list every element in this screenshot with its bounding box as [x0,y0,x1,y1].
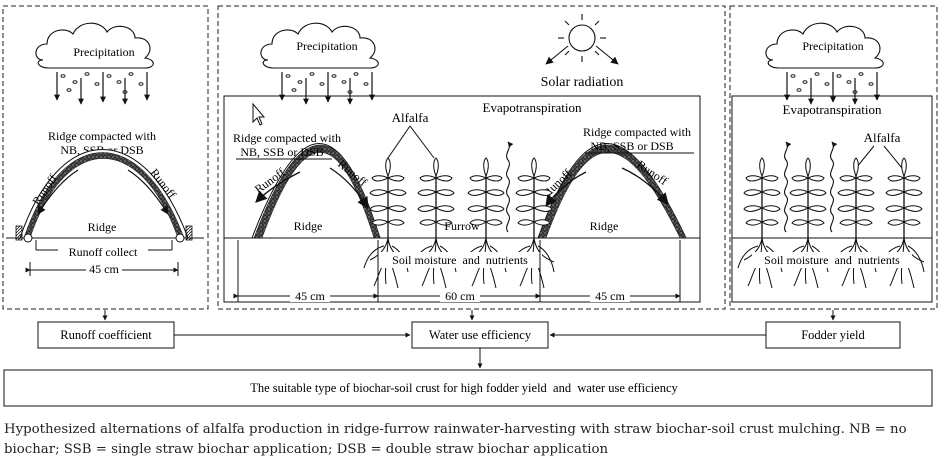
cloud-icon-3 [766,23,883,104]
runoff-coefficient-label: Runoff coefficient [60,328,152,342]
middle-alfalfa-label: Alfalfa [392,110,429,125]
conclusion-label: The suitable type of biochar-soil crust … [250,381,678,395]
figure-caption: Hypothesized alternations of alfalfa pro… [4,422,907,457]
solar-radiation-label: Solar radiation [541,75,624,90]
cursor-icon [252,102,266,126]
diagram: Precipitation Ridge compacted with NB, S… [2,5,938,407]
sun-icon [545,14,619,65]
left-width-label: 45 cm [89,262,119,276]
width-furrow-label: 60 cm [445,289,475,303]
evapotranspiration-arrow [507,142,510,232]
cloud-icon [36,23,153,104]
alfalfa-plant-icon-4 [509,157,555,289]
water-use-efficiency-label: Water use efficiency [429,328,532,342]
left-ridge-compacted-label: Ridge compacted with [48,129,156,143]
right-soil-label: Soil moisture and nutrients [764,253,900,267]
middle-panel [217,5,726,310]
runoff-coefficient-box [37,321,175,349]
water-use-efficiency-box [411,321,549,349]
right-field-box [731,95,933,303]
width-ridge-right-label: 45 cm [595,289,625,303]
right-panel [729,5,938,310]
cloud-icon-2 [261,23,378,104]
middle-ridge-right-label: Ridge [590,219,619,233]
middle-evapotranspiration-label: Evapotranspiration [483,100,582,115]
middle-ridge-compacted-right: Ridge compacted with [583,125,691,139]
alfalfa-plant-icon-6 [783,157,829,289]
evapotranspiration-arrow-2 [785,142,788,232]
fodder-yield-box [765,321,901,349]
left-precipitation-label: Precipitation [73,45,134,59]
middle-ridge-compacted-right-2: NB, SSB or DSB [590,139,673,153]
middle-ridge-compacted-left-2: NB, SSB or DSB [240,145,323,159]
fodder-yield-label: Fodder yield [801,328,865,342]
alfalfa-plant-icon-8 [879,157,925,289]
alfalfa-plant-icon-5 [737,157,783,289]
conclusion-box [3,369,933,407]
middle-soil-label: Soil moisture and nutrients [392,253,528,267]
middle-ridge-compacted-left: Ridge compacted with [233,131,341,145]
middle-ridge-left-label: Ridge [294,219,323,233]
middle-precipitation-label: Precipitation [296,39,357,53]
left-panel [2,5,209,310]
evapotranspiration-arrow-3 [831,142,834,232]
width-ridge-left-label: 45 cm [295,289,325,303]
right-evapotranspiration-label: Evapotranspiration [783,102,882,117]
right-precipitation-label: Precipitation [802,39,863,53]
right-alfalfa-label: Alfalfa [864,130,901,145]
alfalfa-plant-icon-7 [831,157,877,289]
left-runoff-collect-label: Runoff collect [69,245,138,259]
furrow-label: Furrow [444,219,480,233]
left-ridge-label: Ridge [88,220,117,234]
